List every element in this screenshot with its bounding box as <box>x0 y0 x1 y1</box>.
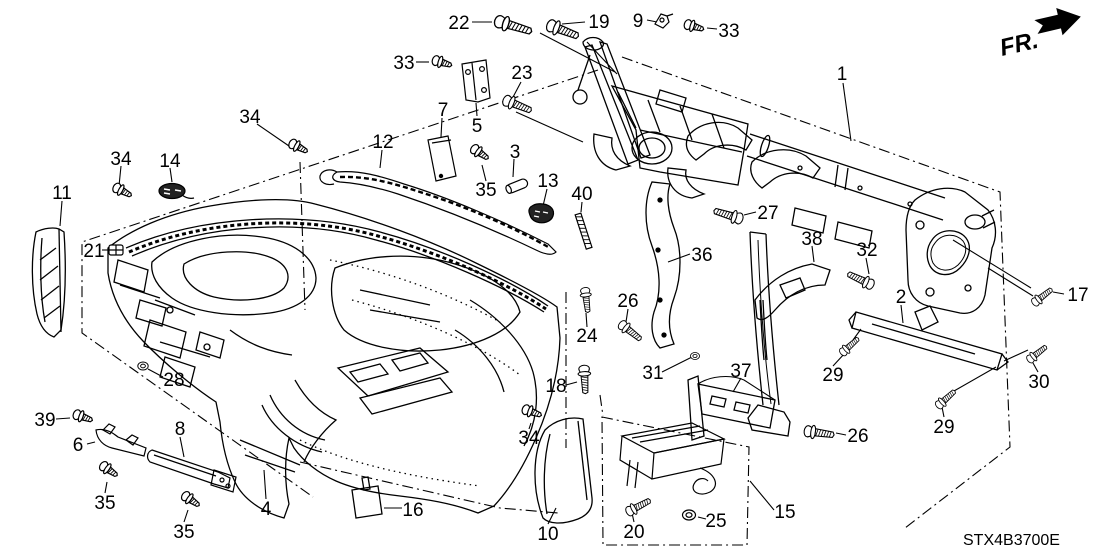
part-label-23: 23 <box>511 63 532 84</box>
part-label-30: 30 <box>1028 372 1049 393</box>
rod-8-drawing <box>146 449 237 493</box>
part-label-32: 32 <box>856 240 877 261</box>
fr-direction: FR. <box>997 7 1081 62</box>
part-label-35: 35 <box>475 180 496 201</box>
part-label-10: 10 <box>537 524 558 545</box>
part-label-7: 7 <box>438 100 449 121</box>
bracket-7-drawing <box>427 135 457 182</box>
small-parts <box>108 13 674 256</box>
beam-group-boundary <box>621 56 1011 529</box>
clip-9 <box>654 13 674 29</box>
part-label-34: 34 <box>239 107 261 128</box>
part-label-29: 29 <box>822 365 843 386</box>
part-label-28: 28 <box>163 370 184 391</box>
bracket-5-drawing <box>461 59 491 103</box>
grommet-13 <box>528 203 555 224</box>
part-label-39: 39 <box>34 410 55 431</box>
diagram-code: STX4B3700E <box>963 532 1060 549</box>
part-label-1: 1 <box>837 64 848 85</box>
part-label-31: 31 <box>642 363 663 384</box>
part-label-33: 33 <box>393 53 414 74</box>
part-label-29: 29 <box>933 417 954 438</box>
cover-10-drawing <box>534 417 593 524</box>
part-label-40: 40 <box>571 184 592 205</box>
part-label-36: 36 <box>691 245 712 266</box>
part-label-17: 17 <box>1067 285 1088 306</box>
steering-beam-drawing <box>572 36 997 437</box>
part-label-18: 18 <box>545 376 566 397</box>
part-label-21: 21 <box>83 241 104 262</box>
part-label-20: 20 <box>623 522 644 543</box>
fr-label: FR. <box>997 27 1041 62</box>
part-label-35: 35 <box>94 493 115 514</box>
windshield-trim-drawing <box>319 169 557 255</box>
part-label-25: 25 <box>705 511 726 532</box>
part-label-12: 12 <box>372 132 393 153</box>
part-label-15: 15 <box>774 502 795 523</box>
part-label-3: 3 <box>510 142 521 163</box>
part-label-37: 37 <box>730 361 751 382</box>
stud-40 <box>574 212 593 250</box>
part-label-34: 34 <box>110 149 132 170</box>
part-label-5: 5 <box>472 116 483 137</box>
part-label-6: 6 <box>73 435 84 456</box>
part-label-33: 33 <box>718 21 739 42</box>
airbag-module-drawing <box>619 422 726 495</box>
pin-3 <box>505 178 529 194</box>
bracket-6-drawing <box>95 423 147 457</box>
part-label-26: 26 <box>617 291 638 312</box>
leader-lines <box>55 19 1065 525</box>
bracket-38-drawing <box>754 263 831 321</box>
part-label-11: 11 <box>52 183 72 204</box>
part-label-19: 19 <box>588 12 609 33</box>
bracket-36-drawing <box>645 181 681 349</box>
side-panel-drawing <box>31 227 66 338</box>
part-label-4: 4 <box>261 499 272 520</box>
part-label-27: 27 <box>757 203 778 224</box>
part-label-34: 34 <box>518 428 540 449</box>
part-label-16: 16 <box>402 500 423 521</box>
part-label-2: 2 <box>896 287 907 308</box>
part-label-26: 26 <box>847 426 868 447</box>
part-label-35: 35 <box>173 522 194 543</box>
part-label-9: 9 <box>633 11 644 32</box>
part-label-13: 13 <box>537 171 558 192</box>
bracket-37-drawing <box>687 375 776 441</box>
part-label-38: 38 <box>801 229 822 250</box>
part-label-22: 22 <box>448 13 469 34</box>
clip-21 <box>108 244 124 256</box>
fr-arrow-icon <box>1034 7 1081 36</box>
part-label-8: 8 <box>175 419 186 440</box>
bracket-2-drawing <box>848 311 1009 371</box>
clip-14 <box>158 182 195 200</box>
part-label-24: 24 <box>576 326 598 347</box>
instrument-panel-drawing <box>107 199 561 519</box>
panel-group-boundary <box>81 69 599 498</box>
part-label-14: 14 <box>159 151 181 172</box>
plate-16-drawing <box>351 476 383 519</box>
